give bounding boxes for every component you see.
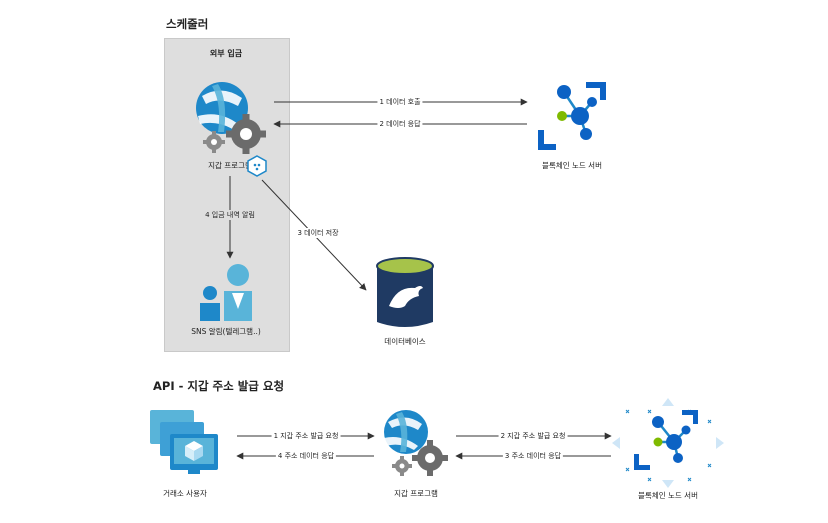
web-app-gear-icon xyxy=(384,410,448,476)
edge-call-label: 1 데이터 호출 xyxy=(377,97,423,107)
edge-notify-label: 4 입금 내역 알림 xyxy=(203,210,257,220)
database-label: 데이터베이스 xyxy=(384,337,426,346)
external-deposit-group-title: 외부 입금 xyxy=(209,49,243,58)
edge-store-label: 3 데이터 저장 xyxy=(295,228,341,238)
blockchain-node-icon xyxy=(612,398,724,488)
sns-label: SNS 알림(텔레그램..) xyxy=(191,327,261,336)
exchange-user-label: 거래소 사용자 xyxy=(163,489,207,498)
web-app-gear-icon xyxy=(196,82,266,154)
scheduler-program-label: 지갑 프로그램 xyxy=(208,161,252,170)
virtual-machines-icon xyxy=(150,410,218,474)
api-blockchain-label: 블록체인 노드 서버 xyxy=(638,491,698,500)
users-group-icon xyxy=(200,264,252,321)
api-program-label: 지갑 프로그램 xyxy=(394,489,438,498)
api-title: API - 지갑 주소 발급 요청 xyxy=(153,379,285,393)
hexagon-badge-icon xyxy=(247,155,267,177)
edge-response-label: 2 데이터 응답 xyxy=(377,119,423,129)
blockchain-node-icon xyxy=(538,82,606,150)
mysql-database-icon xyxy=(376,257,434,327)
api-edge-4-label: 4 주소 데이터 응답 xyxy=(275,451,337,461)
api-edge-2-label: 2 지갑 주소 발급 요청 xyxy=(498,431,568,441)
api-edge-1-label: 1 지갑 주소 발급 요청 xyxy=(271,431,341,441)
scheduler-title: 스케줄러 xyxy=(166,17,209,31)
api-edge-3-label: 3 주소 데이터 응답 xyxy=(502,451,564,461)
scheduler-blockchain-label: 블록체인 노드 서버 xyxy=(542,161,602,170)
